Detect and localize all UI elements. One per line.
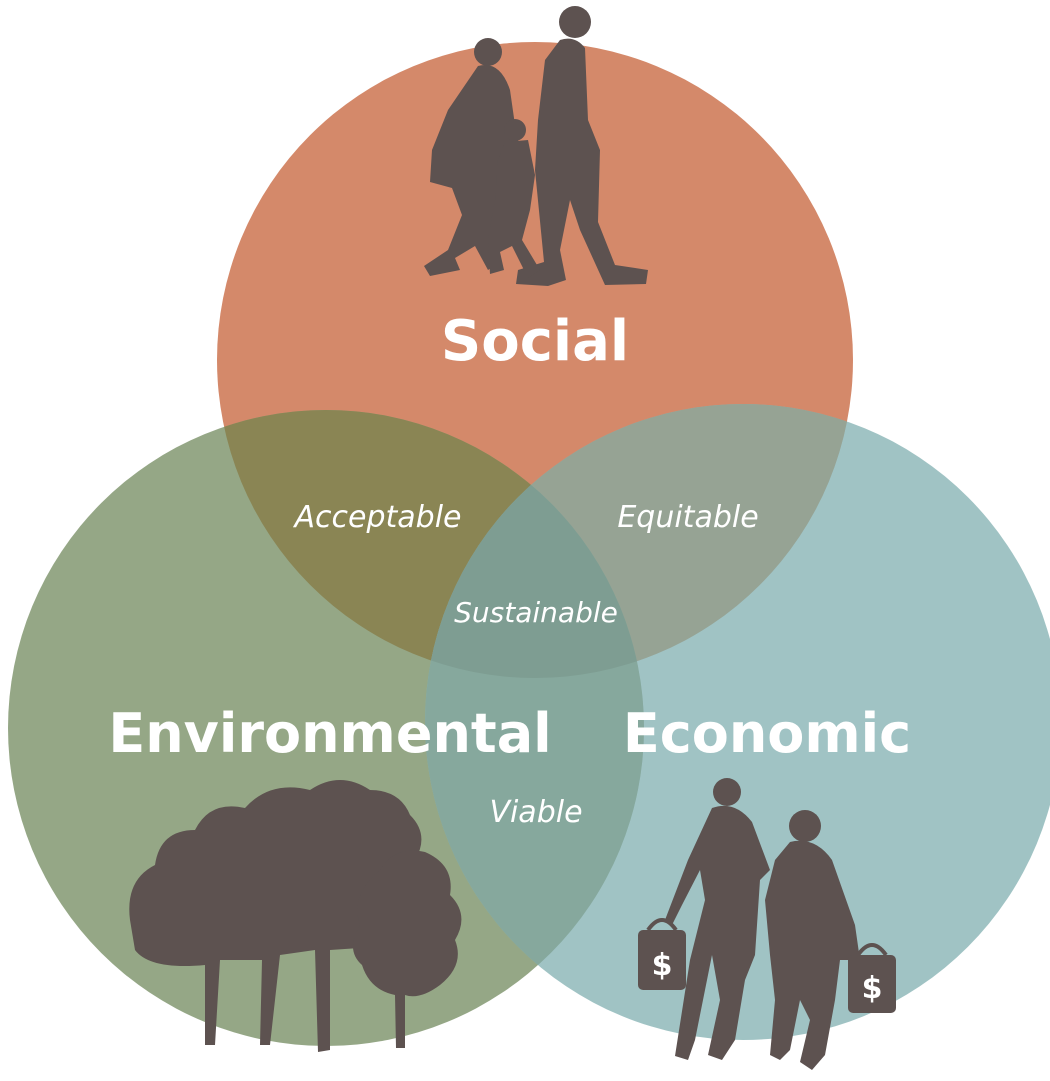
money-bag-icon-right: $ [848, 943, 896, 1013]
sustainable-center [425, 410, 644, 678]
family-walking-icon [424, 6, 648, 286]
shopping-couple-icon: $ $ [638, 778, 896, 1070]
svg-text:$: $ [862, 971, 883, 1006]
equitable-label: Equitable [617, 500, 758, 535]
svg-text:$: $ [652, 948, 673, 983]
trees-icon [129, 780, 462, 1052]
money-bag-icon-left: $ [638, 918, 686, 990]
environmental-label: Environmental [108, 702, 551, 765]
social-label: Social [441, 309, 629, 374]
sustainable-label: Sustainable [454, 596, 618, 629]
economic-label: Economic [623, 702, 911, 765]
viable-label: Viable [489, 795, 582, 830]
acceptable-label: Acceptable [293, 500, 462, 535]
